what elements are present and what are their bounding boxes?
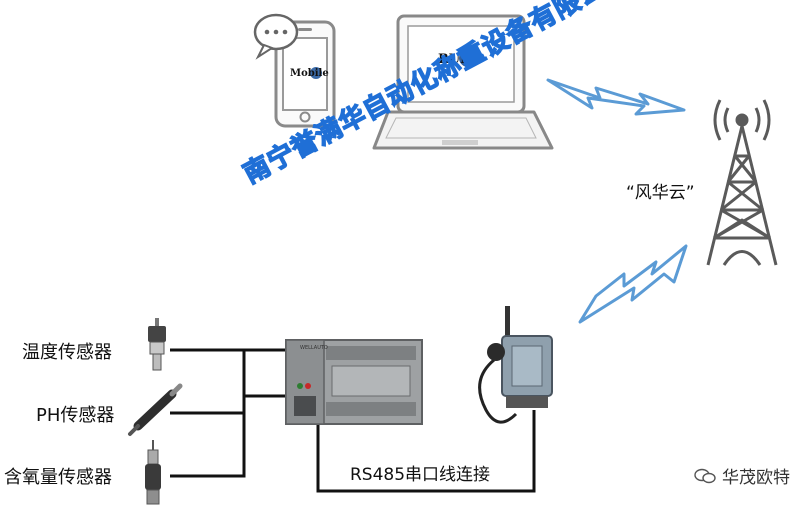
brand-signature: 华茂欧特 bbox=[694, 463, 790, 488]
laptop-icon bbox=[372, 14, 554, 150]
cloud-label: “风华云” bbox=[626, 183, 695, 203]
sensor-label-oxygen: 含氧量传感器 bbox=[4, 467, 112, 488]
tower-icon bbox=[706, 99, 778, 266]
sensor-label-ph: PH传感器 bbox=[36, 405, 115, 426]
temperature-sensor-icon bbox=[148, 318, 166, 371]
wechat-icon bbox=[694, 468, 716, 483]
plc-device-icon bbox=[285, 339, 423, 425]
laptop-logo-text: RUN bbox=[438, 52, 473, 67]
dtu-module-icon bbox=[478, 306, 553, 424]
lightning-signal-icon bbox=[546, 78, 688, 324]
plc-brand-text: WELLAUTO bbox=[300, 345, 328, 351]
sensor-label-temperature: 温度传感器 bbox=[22, 342, 112, 363]
brand-name: 华茂欧特 bbox=[722, 468, 790, 488]
rs485-connection-label: RS485串口线连接 bbox=[348, 460, 493, 485]
chat-bubble-icon bbox=[253, 13, 299, 60]
wiring bbox=[170, 348, 536, 493]
oxygen-sensor-icon bbox=[145, 440, 161, 505]
phone-logo-text: Mobile bbox=[290, 68, 329, 79]
phone-icon bbox=[274, 20, 336, 128]
ph-sensor-icon bbox=[128, 383, 183, 436]
